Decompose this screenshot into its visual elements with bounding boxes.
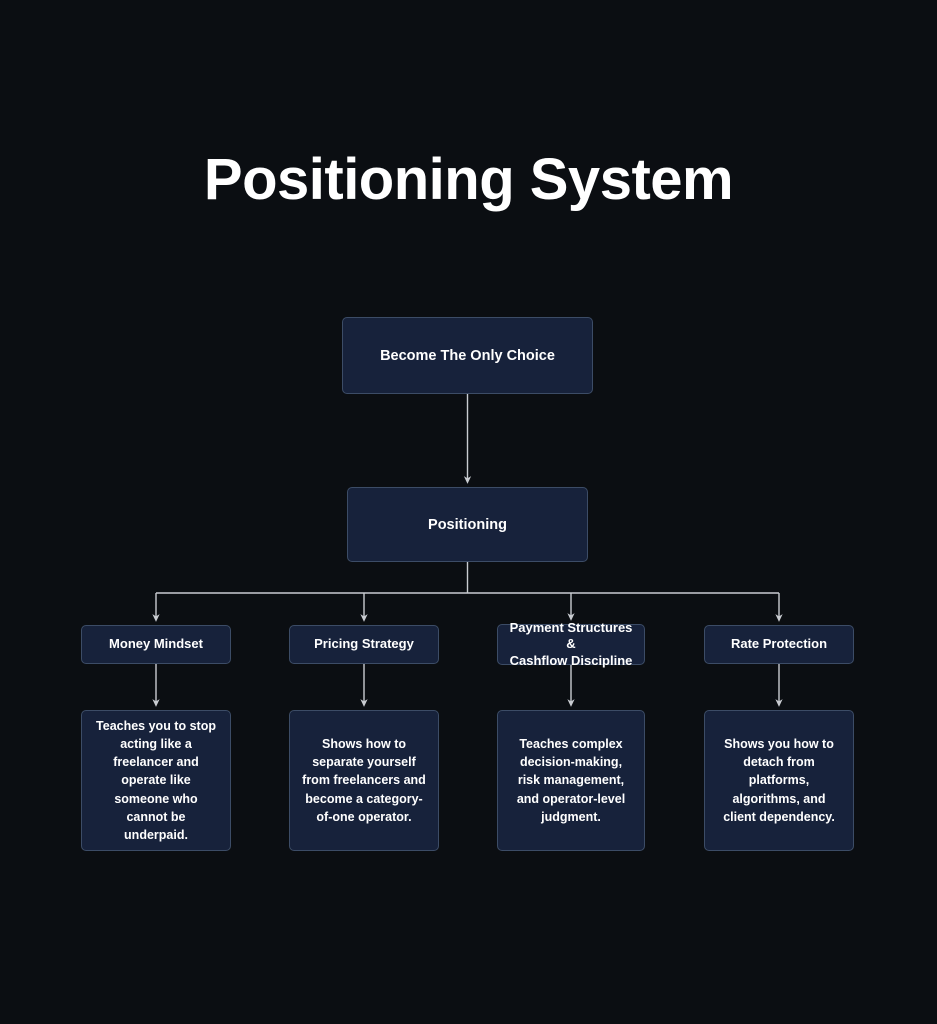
node-root[interactable]: Become The Only Choice	[342, 317, 593, 394]
node-description-label: Teaches you to stop acting like a freela…	[96, 719, 216, 842]
node-description-rate-protection[interactable]: Shows you how to detach from platforms, …	[704, 710, 854, 851]
page-title: Positioning System	[203, 147, 734, 212]
node-description-label: Teaches complex decision-making, risk ma…	[516, 737, 626, 824]
node-root-label: Become The Only Choice	[380, 347, 555, 364]
node-description-payment-structures[interactable]: Teaches complex decision-making, risk ma…	[497, 710, 645, 851]
node-category-payment-structures[interactable]: Payment Structures & Cashflow Discipline	[497, 620, 645, 668]
node-category-label: Money Mindset	[109, 636, 203, 652]
node-positioning[interactable]: Positioning	[347, 487, 588, 562]
node-category-pricing-strategy[interactable]: Pricing Strategy	[289, 625, 439, 664]
node-description-pricing-strategy[interactable]: Shows how to separate yourself from free…	[289, 710, 439, 851]
node-category-label: Payment Structures & Cashflow Discipline	[509, 620, 633, 668]
node-category-label: Pricing Strategy	[314, 636, 414, 652]
node-description-money-mindset[interactable]: Teaches you to stop acting like a freela…	[81, 710, 231, 851]
node-category-label: Rate Protection	[730, 636, 828, 652]
node-category-rate-protection[interactable]: Rate Protection	[704, 625, 854, 664]
node-positioning-label: Positioning	[428, 516, 507, 533]
node-description-label: Shows how to separate yourself from free…	[302, 737, 426, 824]
node-category-money-mindset[interactable]: Money Mindset	[81, 625, 231, 664]
node-description-label: Shows you how to detach from platforms, …	[723, 737, 835, 824]
